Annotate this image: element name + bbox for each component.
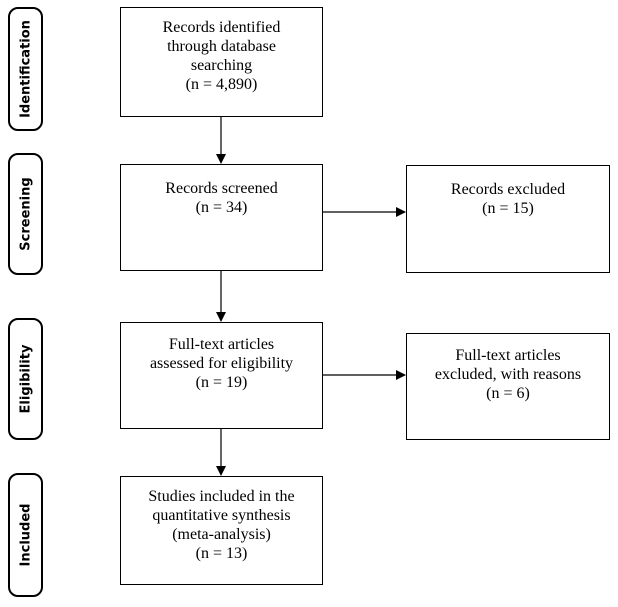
box-studies-included: Studies included in the quantitative syn…: [120, 476, 323, 585]
box-fulltext-excluded-line-2: excluded, with reasons: [434, 366, 582, 383]
box-records-identified-line-4: (n = 4,890): [185, 76, 258, 93]
stage-identification: Identification: [8, 7, 43, 131]
box-fulltext-excluded: Full-text articles excluded, with reason…: [406, 333, 610, 440]
box-records-screened-line-1: Records screened: [165, 180, 278, 197]
stage-screening: Screening: [8, 153, 43, 275]
box-records-screened-line-2: (n = 34): [195, 199, 248, 216]
box-fulltext-assessed-line-3: (n = 19): [195, 374, 248, 391]
box-records-identified-line-1: Records identified: [162, 19, 281, 36]
box-fulltext-excluded-line-1: Full-text articles: [455, 347, 561, 364]
box-records-identified-line-2: through database: [167, 38, 276, 55]
box-records-excluded-line-1: Records excluded: [450, 181, 566, 198]
box-fulltext-assessed-line-2: assessed for eligibility: [149, 355, 294, 372]
stage-included: Included: [8, 473, 43, 597]
box-fulltext-assessed-line-1: Full-text articles: [168, 336, 275, 353]
box-records-screened: Records screened (n = 34): [120, 164, 323, 271]
box-records-identified: Records identified through database sear…: [120, 7, 323, 117]
box-studies-included-line-1: Studies included in the: [148, 488, 295, 505]
box-fulltext-assessed: Full-text articles assessed for eligibil…: [120, 322, 323, 429]
box-records-excluded-line-2: (n = 15): [482, 200, 534, 217]
box-studies-included-line-4: (n = 13): [195, 545, 248, 562]
box-records-excluded: Records excluded (n = 15): [406, 165, 610, 273]
box-studies-included-line-3: (meta-analysis): [172, 526, 271, 543]
stage-eligibility: Eligibility: [8, 318, 43, 440]
box-fulltext-excluded-line-3: (n = 6): [486, 385, 530, 402]
box-studies-included-line-2: quantitative synthesis: [152, 507, 291, 524]
box-records-identified-line-3: searching: [190, 57, 253, 74]
